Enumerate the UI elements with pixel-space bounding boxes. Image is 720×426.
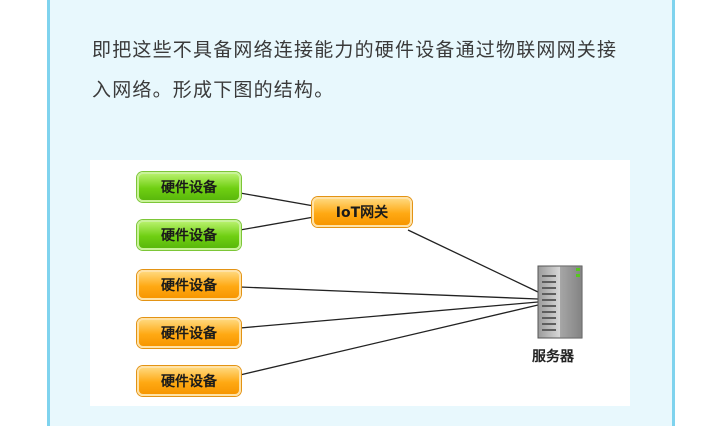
link-gateway-server	[407, 229, 539, 293]
link-device4-server	[239, 301, 539, 329]
link-device1-gateway	[239, 192, 315, 207]
link-device2-gateway	[239, 216, 315, 231]
iot-network-diagram: 硬件设备 硬件设备 硬件设备 硬件设备 硬件设备 IoT网关 服务器	[90, 160, 630, 406]
device-node-1: 硬件设备	[137, 172, 241, 202]
article-paragraph: 即把这些不具备网络连接能力的硬件设备通过物联网网关接入网络。形成下图的结构。	[92, 39, 618, 101]
server-label: 服务器	[532, 349, 574, 365]
device-node-4: 硬件设备	[137, 318, 241, 348]
device-node-2: 硬件设备	[137, 220, 241, 250]
server-icon	[537, 265, 583, 339]
device-node-3: 硬件设备	[137, 270, 241, 300]
link-device3-server	[239, 286, 539, 300]
link-device5-server	[239, 304, 539, 376]
iot-gateway-node: IoT网关	[312, 197, 412, 227]
device-node-5: 硬件设备	[137, 366, 241, 396]
connection-lines	[239, 192, 583, 376]
